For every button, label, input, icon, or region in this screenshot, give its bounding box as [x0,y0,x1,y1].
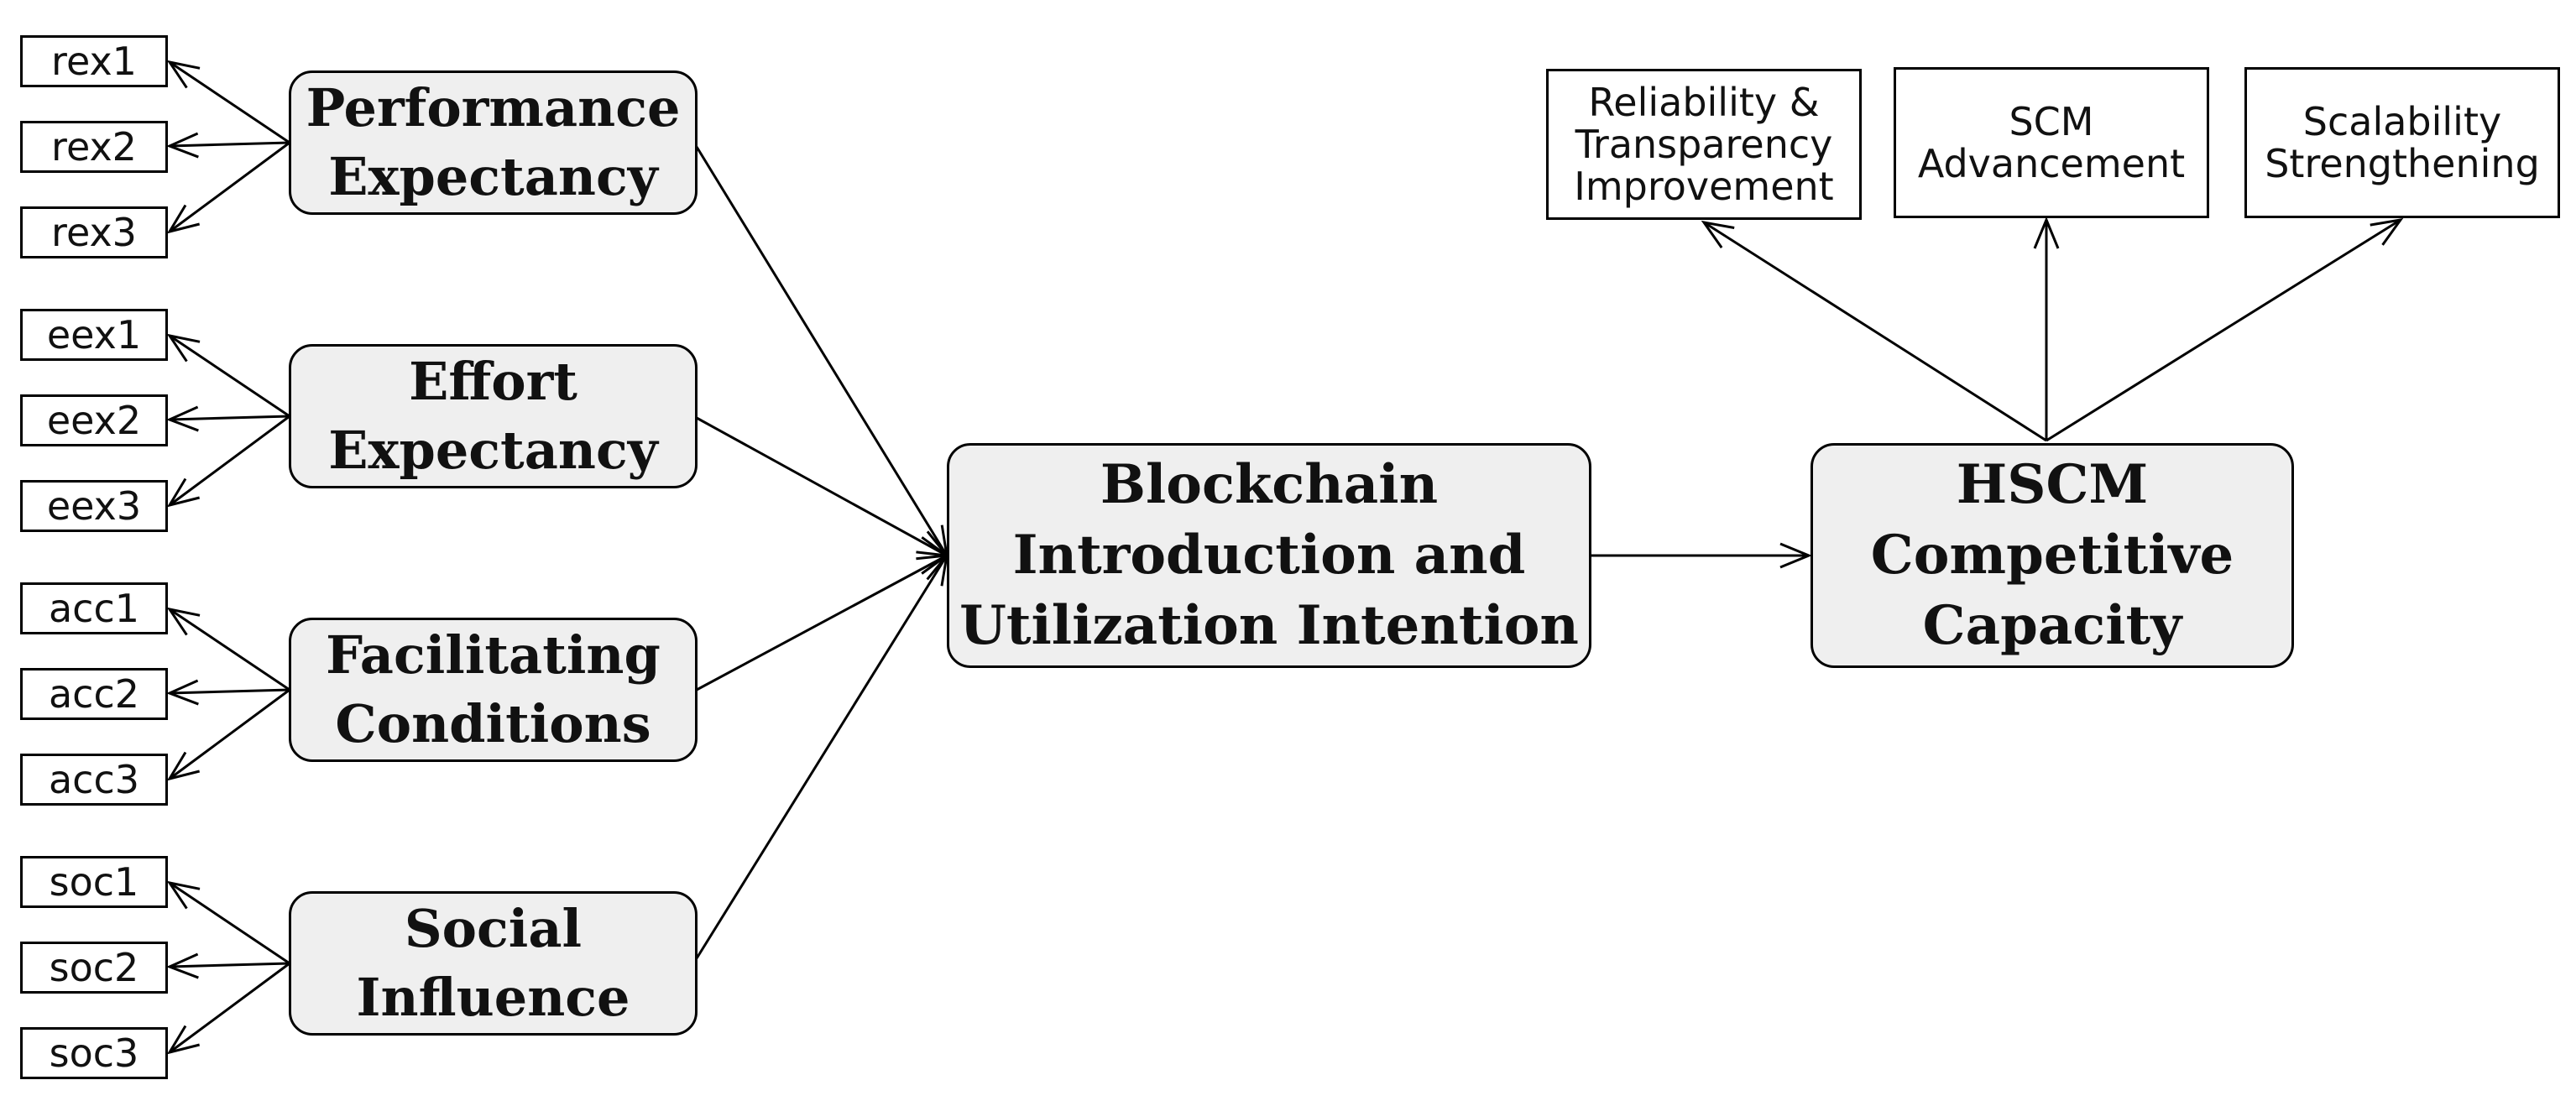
construct-label-line: Conditions [335,693,651,754]
indicator-eex2: eex2 [20,394,168,446]
construct-label-line: Capacity [1922,594,2182,657]
construct-hscm-competitive-capacity: HSCM Competitive Capacity [1811,443,2294,668]
arrow-performance-rex1 [166,60,290,144]
indicator-label: eex2 [46,398,142,443]
indicator-rex3: rex3 [20,206,168,258]
indicator-soc3: soc3 [20,1027,168,1079]
outcome-scalability-strengthening: Scalability Strengthening [2244,67,2560,218]
indicator-label: acc2 [48,671,140,717]
construct-effort-expectancy: Effort Expectancy [289,344,698,488]
arrow-social-soc1 [166,880,290,965]
outcome-label-line: Reliability & [1588,80,1820,125]
outcome-scm-advancement: SCM Advancement [1894,67,2209,218]
indicator-label: eex1 [46,312,142,357]
indicator-label: rex2 [51,124,137,170]
indicator-acc1: acc1 [20,582,168,634]
arrow-hscm-scalability [2046,217,2404,442]
indicator-label: rex1 [51,39,137,84]
arrow-social-soc3 [166,962,290,1055]
construct-label-line: Social [404,898,583,959]
indicator-acc2: acc2 [20,668,168,720]
arrow-effort-eex3 [166,415,290,508]
indicator-label: rex3 [51,210,137,255]
outcome-label-line: Strengthening [2265,141,2540,186]
arrow-facilitating-blockchain [696,554,950,691]
indicator-label: acc3 [48,757,140,802]
arrow-facilitating-acc3 [166,688,290,781]
arrow-social-blockchain [695,552,949,959]
outcome-reliability-transparency: Reliability & Transparency Improvement [1546,69,1862,220]
construct-label-line: Expectancy [328,420,658,481]
indicator-eex1: eex1 [20,309,168,361]
indicator-label: soc2 [49,945,139,990]
arrow-social-soc2 [166,952,290,979]
outcome-label-line: Improvement [1574,164,1834,209]
indicator-eex3: eex3 [20,480,168,532]
arrow-hscm-reliability [1701,220,2047,442]
outcome-label-line: SCM [2009,99,2094,144]
indicator-soc2: soc2 [20,942,168,994]
construct-label-line: Facilitating [326,624,661,686]
indicator-rex1: rex1 [20,35,168,87]
indicator-label: acc1 [48,586,140,631]
indicator-label: soc3 [49,1031,139,1076]
construct-blockchain-intention: Blockchain Introduction and Utilization … [947,443,1591,668]
construct-label-line: Utilization Intention [959,594,1579,657]
arrow-performance-rex3 [166,141,290,234]
arrow-effort-eex1 [166,333,290,418]
construct-label-line: Competitive [1870,524,2234,587]
arrow-effort-blockchain [696,416,950,557]
construct-label-line: Influence [356,967,630,1028]
outcome-label-line: Transparency [1575,122,1833,167]
construct-label-line: Expectancy [328,146,658,207]
construct-facilitating-conditions: Facilitating Conditions [289,618,698,762]
construct-label-line: Effort [409,351,577,412]
arrow-facilitating-acc2 [166,679,290,706]
arrow-facilitating-acc1 [166,607,290,691]
construct-label-line: Performance [306,77,681,138]
construct-label-line: HSCM [1956,453,2149,516]
construct-label-line: Blockchain [1100,453,1439,516]
construct-label-line: Introduction and [1012,524,1526,587]
indicator-rex2: rex2 [20,121,168,173]
indicator-label: soc1 [49,859,139,905]
outcome-label-line: Scalability [2302,99,2502,144]
construct-social-influence: Social Influence [289,891,698,1036]
construct-performance-expectancy: Performance Expectancy [289,70,698,215]
indicator-acc3: acc3 [20,754,168,806]
arrow-effort-eex2 [166,405,290,432]
outcome-label-line: Advancement [1917,141,2186,186]
arrow-performance-rex2 [166,132,290,159]
arrow-performance-blockchain [695,146,949,559]
indicator-label: eex3 [46,483,142,529]
indicator-soc1: soc1 [20,856,168,908]
